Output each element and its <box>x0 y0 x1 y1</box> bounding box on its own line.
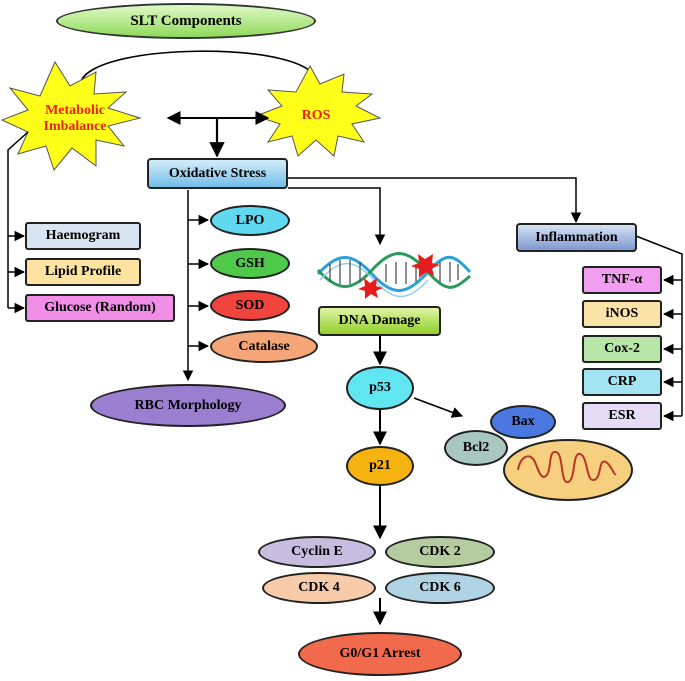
oxidative-stress-node: Oxidative Stress <box>147 158 288 189</box>
esr-node: ESR <box>582 402 662 430</box>
glucose-random-node: Glucose (Random) <box>25 294 175 322</box>
catalase-node: Catalase <box>210 330 318 363</box>
sod-node: SOD <box>210 290 290 321</box>
inflammation-node: Inflammation <box>516 223 637 252</box>
lipid-profile-node: Lipid Profile <box>25 258 141 286</box>
dna-helix-icon <box>316 252 472 299</box>
rbc-morphology-node: RBC Morphology <box>90 384 286 427</box>
metabolic-star <box>0 60 142 172</box>
lpo-node: LPO <box>210 205 290 236</box>
cdk-2-node: CDK 2 <box>385 536 495 568</box>
haemogram-node: Haemogram <box>25 222 141 250</box>
inos-node: iNOS <box>582 300 662 328</box>
bax-node: Bax <box>490 405 556 439</box>
crp-node: CRP <box>582 368 662 396</box>
dna-damage-node: DNA Damage <box>318 306 441 336</box>
metabolic-imbalance-label: Metabolic Imbalance <box>43 102 107 134</box>
tnf-alpha-node: TNF-α <box>582 266 662 294</box>
p21-node: p21 <box>346 446 414 486</box>
mitochondrion-icon <box>503 439 633 501</box>
cyclin-e-node: Cyclin E <box>258 536 376 568</box>
g0-g1-arrest-node: G0/G1 Arrest <box>298 632 462 676</box>
cdk-6-node: CDK 6 <box>385 572 495 604</box>
ros-label: ROS <box>301 107 331 123</box>
gsh-node: GSH <box>210 248 290 279</box>
ros-star <box>254 64 382 157</box>
p53-node: p53 <box>346 366 414 410</box>
cdk-4-node: CDK 4 <box>262 572 376 604</box>
slt-components-title: SLT Components <box>56 3 316 39</box>
cox-2-node: Cox-2 <box>582 335 662 363</box>
title-arc <box>79 50 316 89</box>
bcl2-node: Bcl2 <box>444 430 508 466</box>
